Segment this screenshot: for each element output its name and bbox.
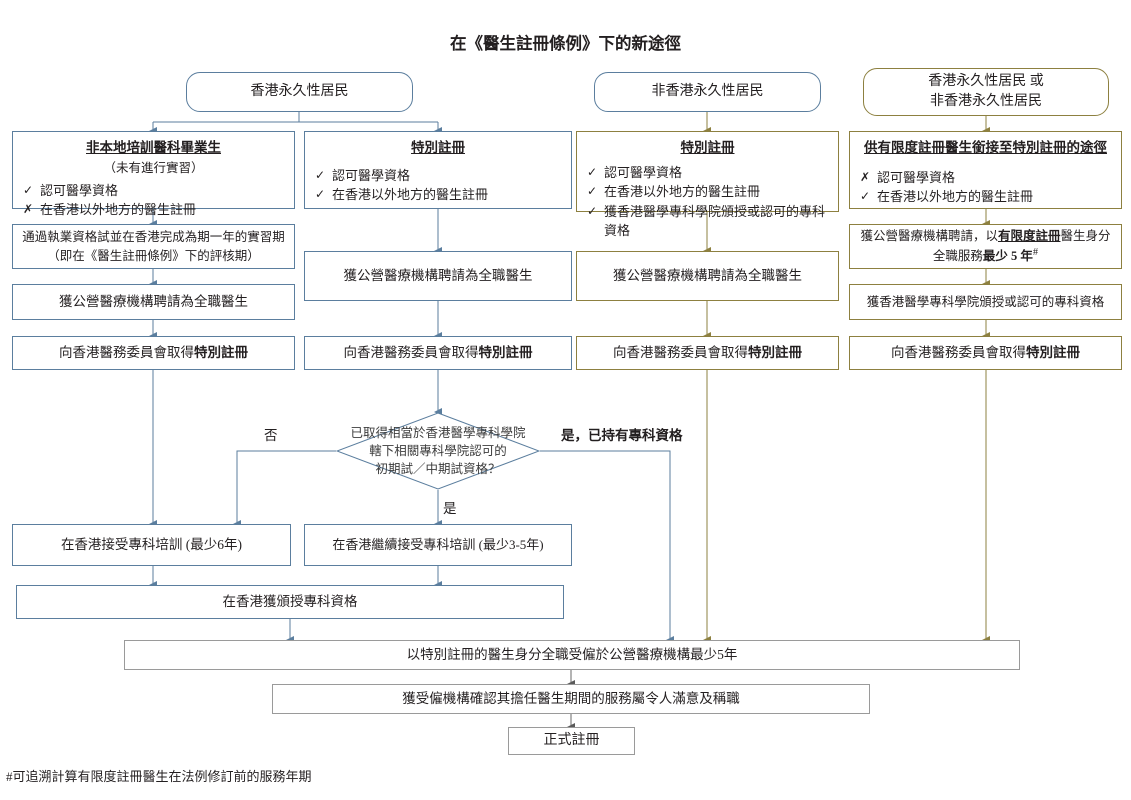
check-icon: ✓: [315, 187, 326, 202]
criteria-item: ✓ 在香港以外地方的醫生註冊: [315, 185, 561, 205]
edge-label-no: 否: [264, 428, 278, 443]
header-label: 香港永久性居民: [250, 83, 349, 99]
check-icon: ✓: [860, 189, 871, 204]
step-line1: 通過執業資格試並在香港完成為期一年的實習期: [22, 230, 285, 245]
step-fulltime-public-5y: 以特別註冊的醫生身分全職受僱於公營醫療機構最少5年: [124, 640, 1020, 670]
criteria-non-locally-trained-graduate: 非本地培訓醫科畢業生 （未有進行實習） ✓ 認可醫學資格 ✗ 在香港以外地方的醫…: [12, 131, 295, 217]
step-text: 獲公營醫療機構聘請為全職醫生: [613, 268, 802, 284]
step-employer-confirmation: 獲受僱機構確認其擔任醫生期間的服務屬令人滿意及稱職: [272, 684, 870, 714]
check-icon: ✓: [587, 164, 598, 179]
header-hk-permanent-resident: 香港永久性居民: [186, 72, 413, 112]
decision-text: 已取得相當於香港醫學專科學院 轄下相關專科學院認可的 初期試／中期試資格？: [336, 412, 540, 490]
header-non-hk-permanent-resident: 非香港永久性居民: [594, 72, 821, 112]
criteria-item: ✓ 在香港以外地方的醫生註冊: [860, 187, 1111, 207]
criteria-item-text: 認可醫學資格: [604, 164, 683, 180]
step-text: 向香港醫務委員會取得特別註冊: [343, 345, 533, 361]
decision-line3: 初期試／中期試資格？: [375, 462, 501, 477]
criteria-item: ✓ 認可醫學資格: [315, 166, 561, 186]
header-label-line2: 非香港永久性居民: [930, 94, 1042, 109]
step-special-reg-mchk-col4: 向香港醫務委員會取得特別註冊: [849, 336, 1122, 370]
criteria-limited-registration-pathway: 供有限度註冊醫生銜接至特別註冊的途徑 ✗ 認可醫學資格 ✓ 在香港以外地方的醫生…: [849, 131, 1122, 209]
step-text: 獲香港醫學專科學院頒授或認可的專科資格: [866, 294, 1105, 309]
step-text: 獲公營醫療機構聘請為全職醫生: [59, 294, 248, 310]
step-text: 在香港接受專科培訓 (最少6年): [60, 537, 243, 553]
decision-line1: 已取得相當於香港醫學專科學院: [350, 425, 526, 440]
step-limited-reg-service-5y: 獲公營醫療機構聘請，以有限度註冊醫生身分 全職服務最少 5 年#: [849, 224, 1122, 269]
criteria-item-text: 認可醫學資格: [332, 167, 411, 183]
step-specialist-training-6y: 在香港接受專科培訓 (最少6年): [12, 524, 291, 566]
edge-label-yes-has-specialist: 是，已持有專科資格: [561, 428, 683, 443]
criteria-subheading: （未有進行實習）: [103, 160, 204, 175]
criteria-item: ✗ 認可醫學資格: [860, 168, 1111, 188]
criteria-item-text: 獲香港醫學專科學院頒授或認可的專科資格: [604, 203, 826, 239]
criteria-item: ✓ 認可醫學資格: [587, 163, 828, 183]
step-text: 在香港獲頒授專科資格: [222, 594, 358, 610]
step-text: 向香港醫務委員會取得特別註冊: [613, 345, 802, 361]
criteria-item: ✓ 在香港以外地方的醫生註冊: [587, 182, 828, 202]
criteria-item: ✓ 認可醫學資格: [23, 181, 284, 201]
criteria-item-text: 認可醫學資格: [40, 182, 119, 198]
step-line2: （即在《醫生註冊條例》下的評核期）: [47, 248, 260, 263]
check-icon: ✓: [23, 182, 34, 197]
step-employed-fulltime-col1: 獲公營醫療機構聘請為全職醫生: [12, 284, 295, 320]
step-employed-fulltime-col3: 獲公營醫療機構聘請為全職醫生: [576, 251, 839, 301]
page-title: 在《醫生註冊條例》下的新途徑: [450, 34, 681, 53]
criteria-item-text: 在香港以外地方的醫生註冊: [604, 184, 761, 200]
criteria-heading: 供有限度註冊醫生銜接至特別註冊的途徑: [864, 140, 1107, 155]
step-specialist-qualification-hkam: 獲香港醫學專科學院頒授或認可的專科資格: [849, 284, 1122, 320]
header-hk-or-non-hk-permanent-resident: 香港永久性居民 或 非香港永久性居民: [863, 68, 1109, 116]
footnote-marker: #: [1032, 247, 1039, 259]
criteria-heading: 特別註冊: [411, 140, 465, 155]
decision-line2: 轄下相關專科學院認可的: [369, 443, 507, 458]
criteria-special-registration-col3: 特別註冊 ✓ 認可醫學資格 ✓ 在香港以外地方的醫生註冊 ✓ 獲香港醫學專科學院…: [576, 131, 839, 238]
check-icon: ✓: [315, 167, 326, 182]
step-licensing-exam-internship: 通過執業資格試並在香港完成為期一年的實習期 （即在《醫生註冊條例》下的評核期）: [12, 224, 295, 269]
criteria-heading: 非本地培訓醫科畢業生: [86, 140, 221, 155]
step-text: 向香港醫務委員會取得特別註冊: [891, 345, 1080, 361]
step-special-reg-mchk-col1: 向香港醫務委員會取得特別註冊: [12, 336, 295, 370]
criteria-item: ✗ 在香港以外地方的醫生註冊: [23, 200, 284, 220]
edge-label-yes: 是: [443, 501, 457, 516]
footnote-text: #可追溯計算有限度註冊醫生在法例修訂前的服務年期: [6, 769, 312, 784]
header-label-line1: 香港永久性居民 或: [928, 73, 1044, 89]
cross-icon: ✗: [23, 202, 34, 217]
step-awarded-specialist-hk: 在香港獲頒授專科資格: [16, 585, 564, 619]
header-label: 非香港永久性居民: [651, 83, 764, 99]
criteria-item: ✓ 獲香港醫學專科學院頒授或認可的專科資格: [587, 202, 828, 241]
step-full-registration: 正式註冊: [508, 727, 635, 755]
step-employed-fulltime-col2: 獲公營醫療機構聘請為全職醫生: [304, 251, 572, 301]
step-specialist-training-continue: 在香港繼續接受專科培訓 (最少3-5年): [304, 524, 572, 566]
step-line1: 獲公營醫療機構聘請，以有限度註冊醫生身分: [860, 229, 1111, 244]
criteria-heading: 特別註冊: [680, 140, 735, 155]
step-text: 獲公營醫療機構聘請為全職醫生: [343, 268, 533, 284]
criteria-item-text: 在香港以外地方的醫生註冊: [877, 189, 1034, 205]
step-text: 正式註冊: [543, 732, 600, 748]
check-icon: ✓: [587, 184, 598, 199]
check-icon: ✓: [587, 203, 598, 218]
step-text: 在香港繼續接受專科培訓 (最少3-5年): [332, 536, 544, 552]
decision-intermediate-exam: 已取得相當於香港醫學專科學院 轄下相關專科學院認可的 初期試／中期試資格？: [335, 412, 541, 490]
step-text: 以特別註冊的醫生身分全職受僱於公營醫療機構最少5年: [406, 647, 738, 663]
step-text: 獲受僱機構確認其擔任醫生期間的服務屬令人滿意及稱職: [402, 691, 740, 707]
step-special-reg-mchk-col2: 向香港醫務委員會取得特別註冊: [304, 336, 572, 370]
criteria-special-registration-col2: 特別註冊 ✓ 認可醫學資格 ✓ 在香港以外地方的醫生註冊: [304, 131, 572, 209]
diamond-shape: [335, 412, 541, 490]
step-text: 向香港醫務委員會取得特別註冊: [59, 345, 248, 361]
step-line2: 全職服務最少 5 年#: [932, 247, 1039, 264]
criteria-item-text: 在香港以外地方的醫生註冊: [40, 202, 197, 218]
step-special-reg-mchk-col3: 向香港醫務委員會取得特別註冊: [576, 336, 839, 370]
cross-icon: ✗: [860, 169, 871, 184]
criteria-item-text: 認可醫學資格: [877, 169, 956, 185]
criteria-item-text: 在香港以外地方的醫生註冊: [332, 187, 489, 203]
